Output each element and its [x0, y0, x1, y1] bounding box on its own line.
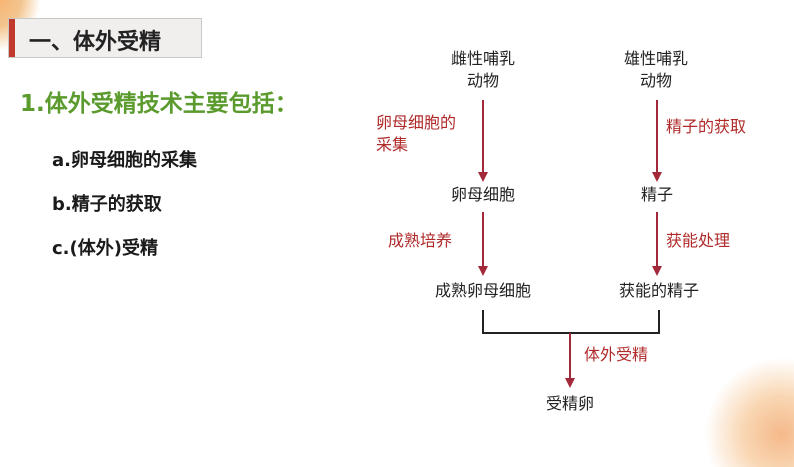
capacitated-sperm-node: 获能的精子: [618, 281, 699, 300]
step-label-oocyte-collection: 卵母细胞的 采集: [376, 112, 456, 156]
title-accent-bar: [9, 19, 15, 57]
list-item: c.(体外)受精: [52, 238, 158, 259]
node-line: 雄性哺乳: [623, 49, 688, 68]
step-label-fertilization: 体外受精: [584, 345, 649, 364]
zygote-node: 受精卵: [545, 394, 594, 413]
oocyte-node: 卵母细胞: [450, 185, 515, 204]
list-item: b.精子的获取: [52, 194, 162, 215]
female-source-node: 雌性哺乳 动物: [440, 48, 526, 92]
join-bracket: [482, 310, 660, 334]
section-title: 一、体外受精: [29, 30, 162, 55]
label-line: 采集: [376, 135, 409, 154]
list-item: a.卵母细胞的采集: [52, 150, 197, 171]
label-line: 卵母细胞的: [376, 113, 457, 132]
step-label-maturation: 成熟培养: [388, 231, 453, 250]
flow-diagram: [478, 100, 662, 388]
step-label-capacitation: 获能处理: [666, 231, 731, 250]
step-label-sperm-collection: 精子的获取: [666, 117, 747, 136]
sperm-node: 精子: [640, 185, 673, 204]
section-title-box: 一、体外受精: [8, 18, 202, 58]
node-line: 雌性哺乳: [450, 49, 515, 68]
node-line: 动物: [466, 71, 499, 90]
node-line: 动物: [639, 71, 672, 90]
list-heading: 1.体外受精技术主要包括：: [20, 91, 298, 117]
mature-oocyte-node: 成熟卵母细胞: [434, 281, 531, 300]
male-source-node: 雄性哺乳 动物: [608, 48, 704, 92]
